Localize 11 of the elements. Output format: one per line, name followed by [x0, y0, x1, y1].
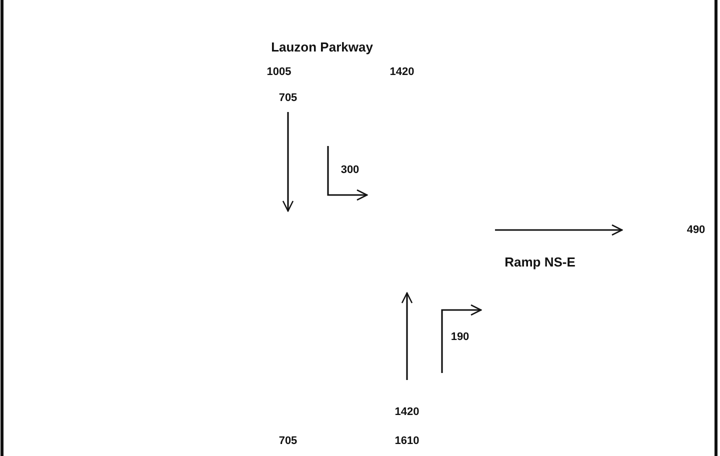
volume-number: 705: [278, 435, 298, 447]
volume-number: 190: [450, 331, 470, 343]
volume-number: 1420: [390, 66, 414, 78]
volume-number: 705: [278, 92, 298, 104]
volume-number: 1610: [394, 435, 420, 447]
road-name: Lauzon Parkway: [271, 40, 373, 54]
volume-number: 1420: [394, 406, 420, 418]
road-name: Ramp NS-E: [504, 254, 576, 270]
volume-number: 1005: [266, 66, 292, 78]
volume-number: 490: [686, 224, 706, 236]
volume-number: 300: [340, 164, 360, 176]
